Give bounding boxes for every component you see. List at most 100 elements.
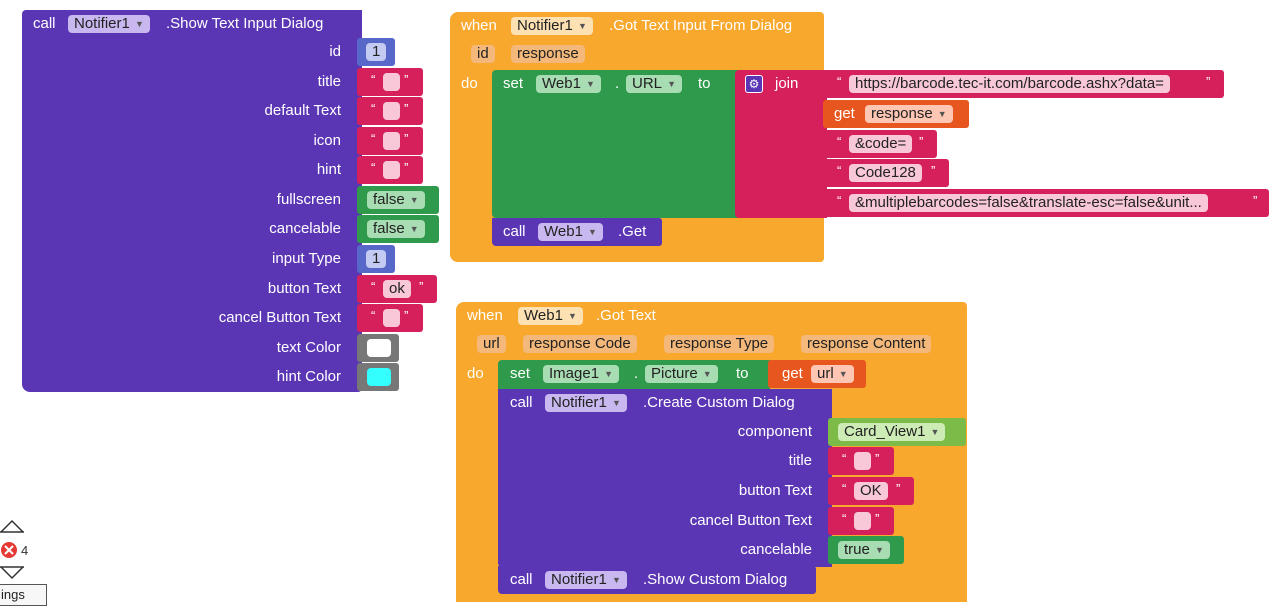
do-keyword: do	[461, 75, 478, 92]
call-keyword: call	[33, 15, 56, 32]
web1-component-dropdown[interactable]: Web1▼	[538, 223, 603, 241]
string-value[interactable]: &code=	[849, 135, 913, 153]
web1-component-dropdown[interactable]: Web1▼	[536, 75, 601, 93]
do-keyword: do	[467, 365, 484, 382]
bool-block-fullscreen[interactable]: false▼	[357, 186, 439, 214]
string-value[interactable]	[383, 309, 400, 327]
to-keyword: to	[698, 75, 711, 92]
string-value[interactable]	[854, 512, 871, 530]
number-value[interactable]: 1	[366, 43, 387, 61]
chevron-down-icon: ▼	[937, 109, 947, 119]
notifier-component-dropdown[interactable]: Notifier1▼	[511, 17, 593, 35]
card-view1-dropdown[interactable]: Card_View1▼	[838, 423, 946, 441]
string-block-code-param[interactable]: “&code=”	[823, 130, 937, 158]
get-url-block[interactable]: get url▼	[768, 360, 866, 388]
chevron-down-icon[interactable]	[0, 566, 24, 580]
notifier-component-dropdown[interactable]: Notifier1▼	[545, 394, 627, 412]
string-block-cancel-button-text[interactable]: “”	[828, 507, 894, 535]
picture-property-dropdown[interactable]: Picture▼	[645, 365, 718, 383]
string-block-barcode-url[interactable]: “https://barcode.tec-it.com/barcode.ashx…	[823, 70, 1224, 98]
dot-separator: .	[615, 75, 620, 92]
color-block-text-color[interactable]	[357, 334, 399, 362]
chevron-up-icon[interactable]	[0, 519, 24, 533]
create-custom-dialog-block[interactable]	[498, 389, 832, 567]
string-value[interactable]	[383, 102, 400, 120]
notifier-component-dropdown[interactable]: Notifier1▼	[545, 571, 627, 589]
gear-icon[interactable]: ⚙	[745, 75, 763, 93]
color-swatch-white[interactable]	[367, 339, 391, 357]
string-value[interactable]: &multiplebarcodes=false&translate-esc=fa…	[849, 194, 1208, 212]
web1-component-dropdown[interactable]: Web1▼	[518, 307, 583, 325]
chevron-down-icon: ▼	[611, 398, 621, 408]
set-keyword: set	[503, 75, 524, 92]
param-label-cancelable: cancelable	[269, 220, 341, 237]
get-keyword: get	[834, 105, 855, 122]
join-block[interactable]	[735, 70, 827, 218]
string-value[interactable]	[854, 452, 871, 470]
string-value[interactable]	[383, 161, 400, 179]
string-block-hint[interactable]: “”	[357, 156, 423, 184]
chevron-down-icon: ▼	[409, 224, 419, 234]
color-swatch-cyan[interactable]	[367, 368, 391, 386]
bool-dropdown[interactable]: false▼	[367, 220, 425, 238]
string-block-button-text[interactable]: “ok”	[357, 275, 437, 303]
color-block-hint-color[interactable]	[357, 363, 399, 391]
param-label-cancel-button-text: cancel Button Text	[689, 512, 812, 529]
string-block-cancel-button-text[interactable]: “”	[357, 304, 423, 332]
warnings-toggle-button[interactable]: ings	[0, 584, 47, 606]
string-value[interactable]	[383, 132, 400, 150]
param-chip-response-type[interactable]: response Type	[664, 335, 775, 353]
string-block-multiplebarcodes[interactable]: “&multiplebarcodes=false&translate-esc=f…	[823, 189, 1269, 217]
number-block-id[interactable]: 1	[357, 38, 395, 66]
string-block-code128[interactable]: “Code128”	[823, 159, 949, 187]
string-value[interactable]	[383, 73, 400, 91]
string-block-default-text[interactable]: “”	[357, 97, 423, 125]
error-icon[interactable]	[0, 541, 18, 559]
event-name: .Got Text	[596, 307, 656, 324]
param-chip-response-content[interactable]: response Content	[801, 335, 932, 353]
chevron-down-icon: ▼	[586, 79, 595, 89]
param-chip-id[interactable]: id	[471, 45, 495, 63]
notifier-component-dropdown[interactable]: Notifier1▼	[68, 15, 150, 33]
param-label-hint: hint	[316, 161, 341, 178]
bool-dropdown[interactable]: false▼	[367, 191, 425, 209]
param-chip-response-code[interactable]: response Code	[523, 335, 637, 353]
param-label-title: title	[788, 452, 812, 469]
string-block-title[interactable]: “”	[828, 447, 894, 475]
bool-block-cancelable[interactable]: true▼	[828, 536, 904, 564]
string-block-title[interactable]: “”	[357, 68, 423, 96]
chevron-down-icon: ▼	[838, 369, 848, 379]
param-label-fullscreen: fullscreen	[276, 191, 341, 208]
string-value[interactable]: Code128	[849, 164, 922, 182]
method-name: .Get	[618, 223, 647, 240]
bool-dropdown[interactable]: true▼	[838, 541, 890, 559]
param-label-hint-color: hint Color	[276, 368, 341, 385]
url-property-dropdown[interactable]: URL▼	[626, 75, 683, 93]
when-keyword: when	[467, 307, 503, 324]
show-text-input-dialog-block[interactable]	[22, 10, 362, 392]
to-keyword: to	[736, 365, 749, 382]
string-block-ok[interactable]: “OK”	[828, 477, 914, 505]
get-response-block[interactable]: get response▼	[823, 100, 969, 128]
number-value[interactable]: 1	[366, 250, 387, 268]
number-block-input-type[interactable]: 1	[357, 245, 395, 273]
string-block-icon[interactable]: “”	[357, 127, 423, 155]
param-chip-url[interactable]: url	[477, 335, 506, 353]
string-value[interactable]: https://barcode.tec-it.com/barcode.ashx?…	[849, 75, 1170, 93]
param-chip-response[interactable]: response	[511, 45, 585, 63]
string-value[interactable]: ok	[383, 280, 411, 298]
bool-block-cancelable[interactable]: false▼	[357, 215, 439, 243]
when-keyword: when	[461, 17, 497, 34]
string-value[interactable]: OK	[854, 482, 888, 500]
component-block-card-view1[interactable]: Card_View1▼	[828, 418, 966, 446]
chevron-down-icon: ▼	[611, 575, 621, 585]
image1-component-dropdown[interactable]: Image1▼	[543, 365, 620, 383]
chevron-down-icon: ▼	[702, 369, 712, 379]
set-web1-url-block[interactable]	[492, 70, 738, 218]
url-variable-dropdown[interactable]: url▼	[811, 365, 854, 383]
param-label-cancelable: cancelable	[740, 541, 812, 558]
set-keyword: set	[510, 365, 531, 382]
chevron-down-icon: ▼	[568, 311, 577, 321]
param-label-component: component	[737, 423, 812, 440]
response-variable-dropdown[interactable]: response▼	[865, 105, 953, 123]
